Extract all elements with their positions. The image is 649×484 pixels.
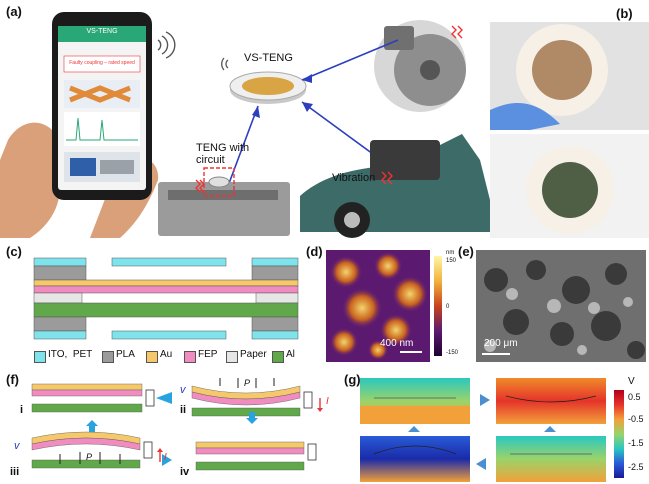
stage-iii-label: iii: [10, 466, 20, 478]
panel-label-a: (a): [6, 4, 22, 19]
afm-colorbar-min: -150: [446, 350, 459, 356]
panel-label-d: (d): [306, 244, 323, 259]
panel-c-legend: ITO, PET PLA Au FEP Paper Al: [34, 348, 304, 366]
potential-tick-2: -1.5: [628, 438, 644, 448]
legend-swatch-paper: [226, 351, 238, 363]
afm-colorbar-mid: 0: [446, 304, 450, 310]
potential-tick-0: 0.5: [628, 392, 641, 402]
panel-b-photos: [490, 22, 649, 238]
panel-label-b: (b): [616, 6, 633, 21]
panel-c-layer-schematic: [33, 257, 299, 340]
legend-swatch-au: [146, 351, 158, 363]
legend-label-fep: FEP: [198, 349, 218, 360]
panel-label-e: (e): [458, 244, 474, 259]
legend-label-ito-pet: ITO, PET: [48, 349, 93, 360]
afm-image: [326, 250, 430, 362]
afm-colorbar-unit: nm: [446, 250, 455, 256]
current-label-iii: I: [164, 452, 167, 463]
legend-swatch-pla: [102, 351, 114, 363]
velocity-label-iii: v: [14, 440, 20, 452]
panel-f-operation-cycle: [31, 378, 323, 471]
current-label-ii: I: [326, 396, 329, 407]
vibration-label: Vibration: [332, 172, 376, 184]
stage-iv-label: iv: [180, 466, 190, 478]
sem-image: [476, 250, 646, 362]
vs-teng-label: VS-TENG: [244, 52, 293, 64]
legend-swatch-al: [272, 351, 284, 363]
legend-label-au: Au: [160, 349, 173, 360]
panel-a-illustration: [0, 12, 490, 238]
afm-colorbar-max: 150: [446, 258, 457, 264]
potential-maps: [360, 378, 606, 482]
pressure-label-iii: P: [86, 452, 93, 462]
legend-swatch-fep: [184, 351, 196, 363]
stage-ii-label: ii: [180, 404, 187, 416]
afm-scale-bar-label: 400 nm: [380, 338, 414, 349]
phone-alert-text: Faulty coupling – rated speed: [69, 60, 135, 66]
velocity-label-ii: v: [180, 384, 186, 396]
legend-label-paper: Paper: [240, 349, 267, 360]
panel-label-g: (g): [344, 372, 361, 387]
legend-label-pla: PLA: [116, 349, 135, 360]
potential-colorbar-unit: V: [628, 376, 635, 387]
panel-label-c: (c): [6, 244, 22, 259]
potential-colorbar: [614, 390, 624, 478]
legend-label-al: Al: [286, 349, 295, 360]
legend-swatch-ito-pet: [34, 351, 46, 363]
afm-colorbar: [434, 256, 442, 356]
pressure-label-ii: P: [244, 378, 251, 388]
potential-tick-3: -2.5: [628, 462, 644, 472]
sem-scale-bar-label: 200 μm: [484, 338, 518, 349]
panel-label-f: (f): [6, 372, 19, 387]
teng-circuit-label: TENG with circuit: [196, 142, 250, 166]
potential-tick-1: -0.5: [628, 414, 644, 424]
phone-title: VS-TENG: [86, 28, 118, 35]
stage-i-label: i: [20, 404, 24, 416]
